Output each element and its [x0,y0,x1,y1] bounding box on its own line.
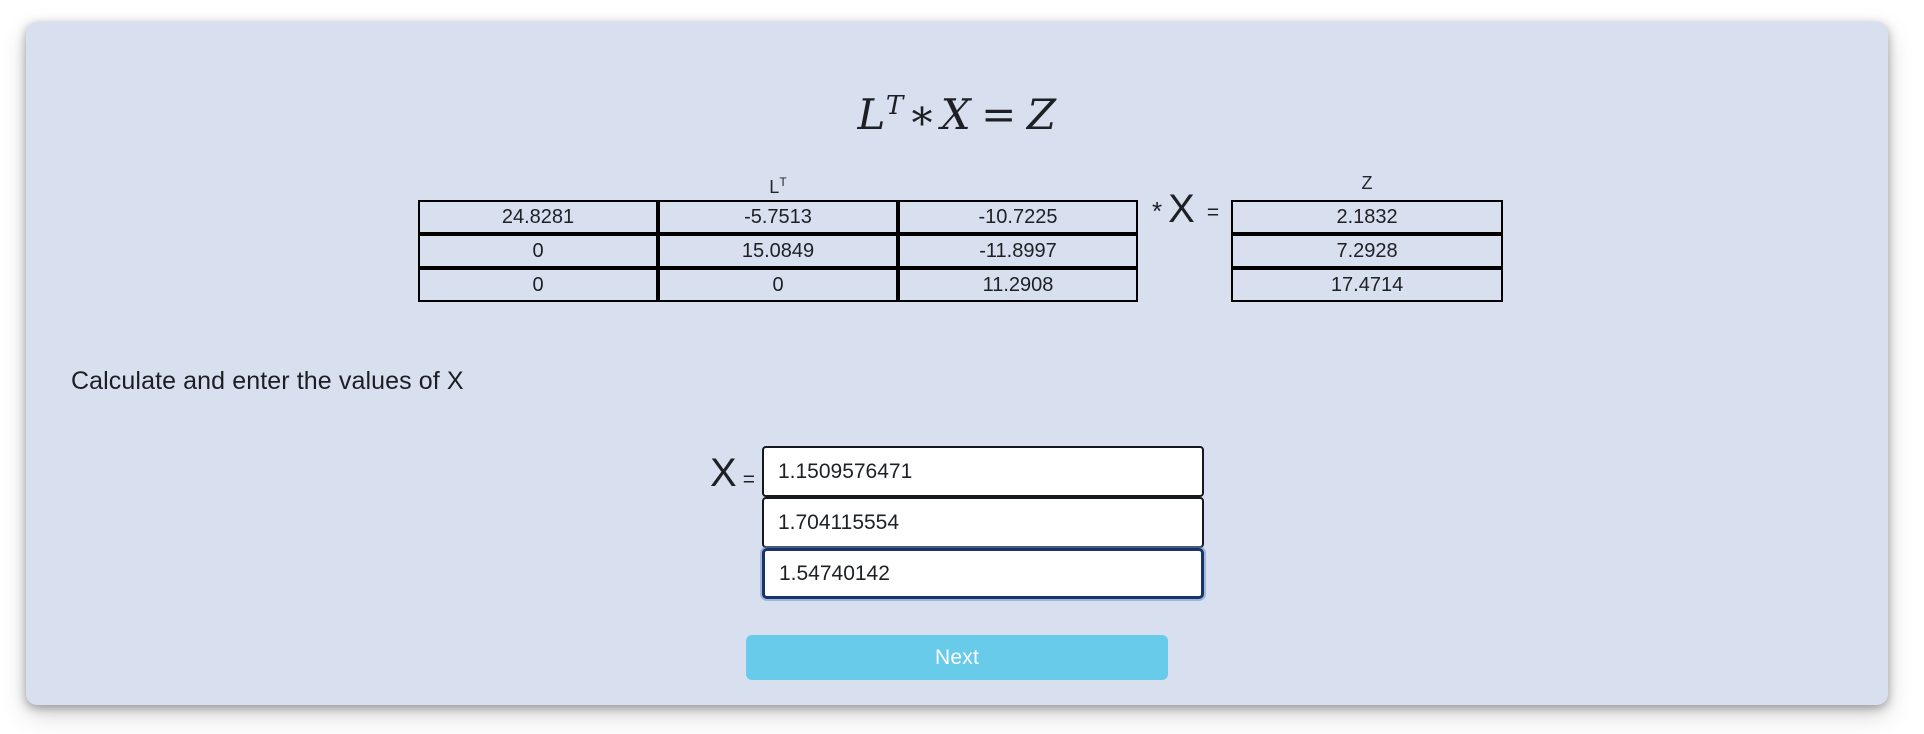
lt-caption-base: L [769,177,780,197]
z-matrix-block: Z 2.1832 7.2928 17.4714 [1231,172,1504,302]
matrix-cell: -11.8997 [898,234,1138,268]
x-input-2[interactable] [761,497,1204,548]
matrix-cell: -10.7225 [898,200,1138,234]
equation-equals-symbol: = [981,90,1017,139]
matrix-cell: 0 [418,234,658,268]
multiply-symbol: * [1152,196,1163,226]
page-title-equation: LT∗X=Z [26,90,1888,139]
x-equals-symbol: = [742,468,755,491]
matrix-cell: 15.0849 [658,234,898,268]
next-button[interactable]: Next [746,635,1168,680]
x-input-1[interactable] [761,446,1204,497]
table-row: 7.2928 [1231,234,1504,268]
lt-matrix-block: LT 24.8281 -5.7513 -10.7225 0 15.0849 -1… [418,172,1138,302]
z-matrix-caption: Z [1361,173,1373,193]
matrix-cell: 0 [658,268,898,302]
table-row: 24.8281 -5.7513 -10.7225 [418,200,1138,234]
next-button-row: Next [26,635,1888,680]
equation-rhs: Z [1026,90,1057,139]
answer-row: X = [26,446,1888,599]
x-vector-label: X = [710,446,755,493]
table-row: 17.4714 [1231,268,1504,302]
matrix-cell: 2.1832 [1231,200,1504,234]
lt-caption-superscript: T [779,176,787,189]
matrix-display-row: LT 24.8281 -5.7513 -10.7225 0 15.0849 -1… [418,172,1504,302]
matrix-cell: 11.2908 [898,268,1138,302]
matrix-cell: 7.2928 [1231,234,1504,268]
lt-matrix-caption: LT [418,172,1138,197]
matrix-cell: 17.4714 [1231,268,1504,302]
matrix-cell: 0 [418,268,658,302]
table-row: 0 15.0849 -11.8997 [418,234,1138,268]
matrix-operator-group: * X = [1152,172,1219,240]
equation-unknown: X [940,90,972,139]
matrix-cell: -5.7513 [658,200,898,234]
matrix-cell: 24.8281 [418,200,658,234]
lt-matrix-table: 24.8281 -5.7513 -10.7225 0 15.0849 -11.8… [418,200,1138,302]
table-row: 0 0 11.2908 [418,268,1138,302]
answer-area: X = [26,446,1888,599]
unknown-vector-symbol: X [1168,187,1195,231]
equation-multiply-symbol: ∗ [907,90,937,139]
equals-symbol: = [1206,201,1220,224]
equation-lhs-base: L [857,90,886,139]
equation-lhs-superscript: T [885,91,904,121]
exercise-panel: LT∗X=Z LT 24.8281 -5.7513 -10.7225 0 [26,22,1888,705]
x-input-group [761,446,1204,599]
instruction-label: Calculate and enter the values of X [71,367,464,395]
x-input-3[interactable] [761,548,1204,599]
z-matrix-table: 2.1832 7.2928 17.4714 [1231,200,1504,302]
table-row: 2.1832 [1231,200,1504,234]
x-symbol: X [710,451,737,495]
